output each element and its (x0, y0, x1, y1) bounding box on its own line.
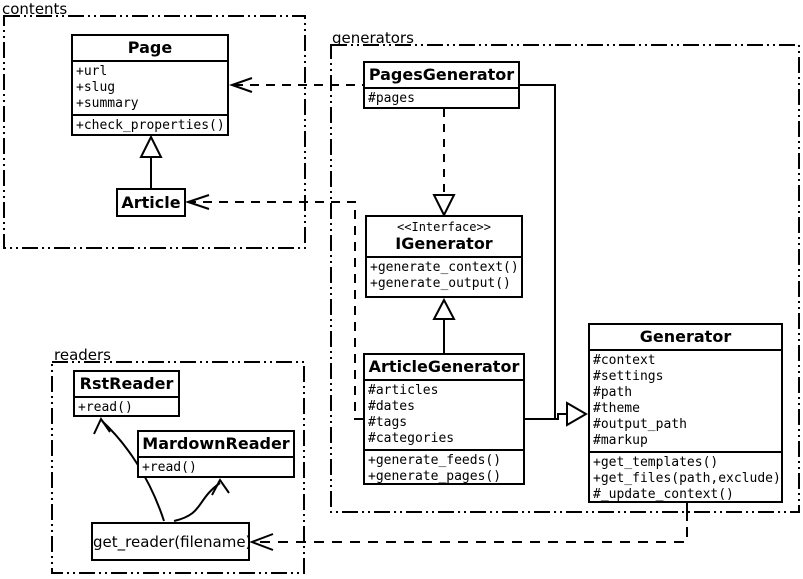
class-pagesgenerator-title: PagesGenerator (368, 65, 515, 84)
package-label-generators: generators (332, 29, 414, 47)
function-get-reader-label: get_reader(filename) (93, 532, 250, 551)
method: #_update_context() (593, 487, 734, 502)
class-rstreader-methods: +read() (75, 396, 178, 415)
edge-getreader-to-mardownreader (173, 482, 221, 522)
package-label-contents: contents (2, 0, 68, 18)
attribute: #settings (593, 369, 664, 384)
class-page-title: Page (127, 38, 173, 57)
attribute: +slug (76, 80, 116, 95)
class-generator-attributes: #context #settings #path #theme #output_… (590, 349, 781, 451)
class-igenerator-methods: +generate_context() +generate_output() (367, 256, 521, 296)
class-article-title: Article (121, 192, 181, 212)
attribute: #tags (368, 415, 408, 430)
arrowhead-triangle-page (139, 134, 163, 158)
class-generator: Generator #context #settings #path #them… (588, 323, 783, 503)
arrowhead-open-getreader (249, 533, 274, 551)
class-generator-title: Generator (639, 327, 732, 346)
function-get-reader: get_reader(filename) (91, 522, 250, 561)
method: +generate_pages() (368, 469, 502, 484)
edge-generator-to-getreader (256, 527, 688, 543)
class-article: Article (116, 188, 186, 217)
attribute: +url (76, 64, 108, 79)
class-mardownreader-title: MardownReader (142, 434, 290, 453)
class-page: Page +url +slug +summary +check_properti… (71, 34, 229, 136)
method: +get_files(path,exclude) (593, 471, 781, 486)
arrowhead-open-page (228, 77, 253, 93)
method: +generate_feeds() (368, 453, 502, 468)
method: +get_templates() (593, 455, 719, 470)
arrowhead-open-article (184, 194, 210, 210)
class-igenerator: <<Interface>> IGenerator +generate_conte… (365, 215, 523, 298)
attribute: #articles (368, 383, 439, 398)
edge-articlegenerator-to-article (190, 201, 363, 420)
edge-articlegenerator-extends-generator (525, 413, 567, 420)
class-rstreader: RstReader +read() (73, 370, 180, 417)
class-articlegenerator-title: ArticleGenerator (368, 357, 520, 376)
package-border-generators (330, 44, 800, 513)
attribute: #dates (368, 399, 415, 414)
class-articlegenerator: ArticleGenerator #articles #dates #tags … (363, 353, 525, 485)
attribute: #theme (593, 401, 640, 416)
class-articlegenerator-attributes: #articles #dates #tags #categories (365, 379, 523, 449)
attribute: #pages (368, 91, 415, 106)
arrowhead-open-rstreader (93, 416, 111, 435)
class-igenerator-title: IGenerator (395, 234, 493, 253)
class-mardownreader: MardownReader +read() (137, 430, 295, 478)
arrowhead-triangle-igenerator-bottom (432, 297, 456, 320)
attribute: #markup (593, 433, 648, 448)
attribute: #output_path (593, 417, 687, 432)
arrowhead-triangle-igenerator-top (432, 194, 456, 218)
class-pagesgenerator-attributes: #pages (365, 87, 518, 107)
method: +read() (78, 400, 133, 415)
package-border-readers (51, 361, 305, 574)
method: +read() (142, 460, 197, 475)
class-page-methods: +check_properties() (73, 114, 227, 134)
edge-getreader-to-rstreader (101, 420, 165, 522)
method: +check_properties() (76, 118, 225, 133)
attribute: #context (593, 353, 656, 368)
class-igenerator-stereotype: <<Interface>> (397, 220, 491, 234)
class-rstreader-title: RstReader (79, 374, 174, 393)
attribute: +summary (76, 96, 139, 111)
edge-pagesgenerator-extends-generator (520, 84, 556, 419)
attribute: #path (593, 385, 633, 400)
class-articlegenerator-methods: +generate_feeds() +generate_pages() (365, 449, 523, 484)
package-border-contents (3, 15, 306, 249)
arrowhead-triangle-generator (566, 401, 588, 427)
class-generator-methods: +get_templates() +get_files(path,exclude… (590, 451, 781, 502)
class-pagesgenerator: PagesGenerator #pages (363, 61, 520, 109)
package-label-readers: readers (54, 346, 111, 364)
class-page-attributes: +url +slug +summary (73, 60, 227, 114)
method: +generate_output() (370, 276, 511, 291)
arrowhead-open-mardownreader (211, 478, 230, 496)
attribute: #categories (368, 431, 455, 446)
method: +generate_context() (370, 260, 519, 275)
class-mardownreader-methods: +read() (139, 456, 293, 476)
